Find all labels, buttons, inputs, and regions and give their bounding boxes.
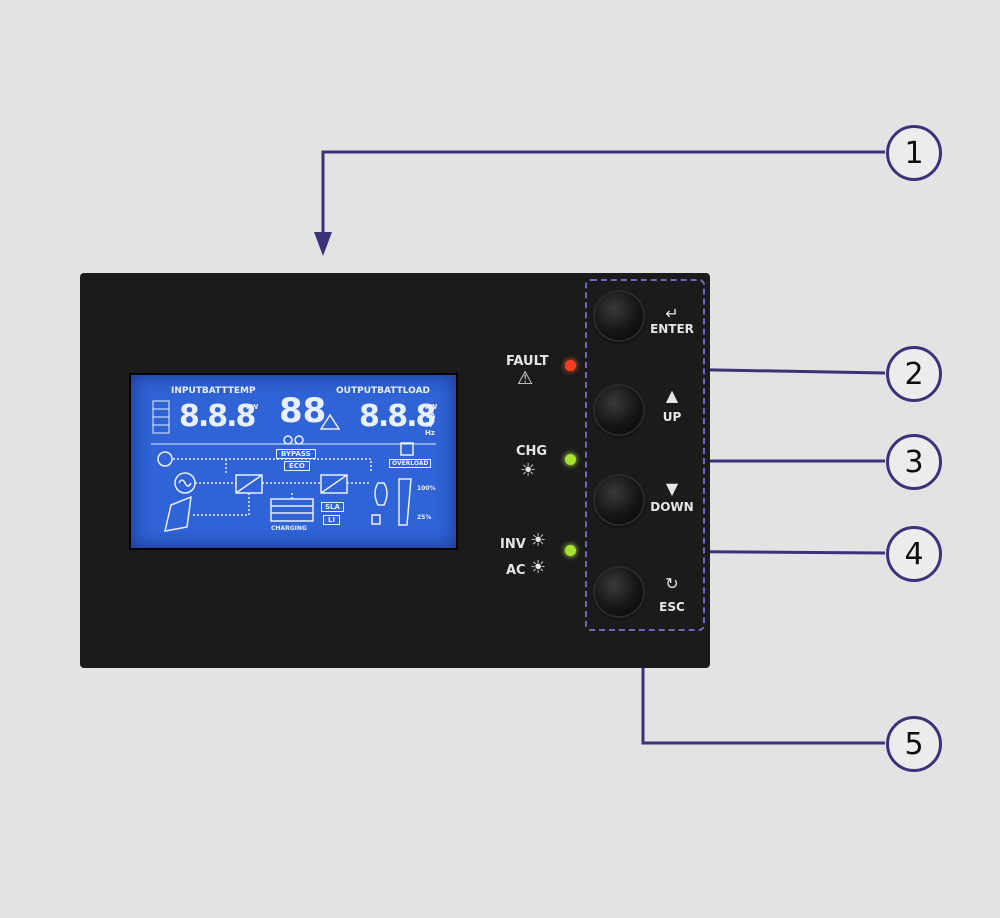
lcd-inverter-icon	[320, 474, 348, 494]
down-arrow-icon: ▼	[665, 479, 679, 498]
lcd-flow-graphics	[151, 400, 436, 532]
keypad-border	[585, 279, 705, 631]
lcd-right-unit-pct: %	[425, 421, 433, 429]
lcd-solar-icon	[164, 495, 192, 532]
down-button[interactable]	[595, 476, 643, 524]
lcd-center-digits: 88	[279, 391, 327, 431]
lcd-display: INPUTBATTTEMP OUTPUTBATTLOAD 8.8.8 kW 88…	[131, 375, 456, 548]
lcd-right-unit-kw: kW	[425, 403, 438, 411]
callout-2: 2	[886, 346, 942, 402]
lcd-right-unit-va: VA	[425, 412, 436, 420]
lcd-load-bar	[398, 478, 412, 526]
inv-sun-icon: ☀	[530, 530, 547, 551]
lcd-sla: SLA	[321, 502, 344, 512]
up-arrow-icon: ▲	[665, 386, 679, 405]
lcd-eco: ECO	[284, 461, 310, 471]
ac-label: AC	[506, 563, 526, 578]
lcd-warning-icon	[319, 413, 341, 430]
up-button[interactable]	[595, 386, 643, 434]
inv-label: INV	[500, 537, 526, 552]
lcd-left-digits: 8.8.8	[179, 399, 256, 434]
inv-led	[565, 545, 576, 556]
lcd-overload: OVERLOAD	[389, 459, 432, 468]
lcd-check-icon	[294, 435, 304, 445]
callout-1: 1	[886, 125, 942, 181]
esc-button[interactable]	[595, 568, 643, 616]
ac-sun-icon: ☀	[530, 557, 547, 578]
callout-4: 4	[886, 526, 942, 582]
lcd-right-digits: 8.8.8	[359, 399, 436, 434]
lcd-right-unit-hz: Hz	[425, 429, 435, 437]
fault-led	[565, 360, 576, 371]
esc-icon: ↻	[665, 574, 679, 593]
fault-label: FAULT	[506, 354, 549, 369]
callout-5: 5	[886, 716, 942, 772]
down-label: DOWN	[650, 500, 694, 514]
chg-sun-icon: ☀	[520, 460, 537, 481]
enter-button[interactable]	[595, 292, 643, 340]
up-label: UP	[662, 410, 682, 424]
lcd-input-batt-temp: INPUTBATTTEMP	[171, 386, 256, 396]
callout-3: 3	[886, 434, 942, 490]
lcd-bypass: BYPASS	[276, 449, 316, 459]
lcd-battery-icon	[270, 498, 314, 522]
lcd-li: LI	[323, 515, 341, 525]
lcd-pct-100: 100%	[417, 485, 436, 492]
chg-led	[565, 454, 576, 465]
callout-line-1	[321, 150, 885, 238]
enter-icon: ↵	[665, 304, 679, 323]
lcd-pct-25: 25%	[417, 514, 432, 521]
lcd-clock-icon	[283, 435, 293, 445]
esc-label: ESC	[659, 600, 685, 614]
warning-icon: ⚠	[517, 368, 534, 389]
callout-arrow-1	[314, 232, 332, 256]
lcd-load-bulb-icon	[374, 482, 388, 506]
lcd-fan-icon	[157, 451, 173, 467]
callout-line-5	[641, 660, 885, 745]
lcd-charging: CHARGING	[271, 525, 307, 532]
chg-label: CHG	[516, 444, 548, 459]
enter-label: ENTER	[650, 322, 694, 336]
lcd-output-batt-load: OUTPUTBATTLOAD	[336, 386, 431, 396]
lcd-left-unit: kW	[246, 403, 259, 411]
